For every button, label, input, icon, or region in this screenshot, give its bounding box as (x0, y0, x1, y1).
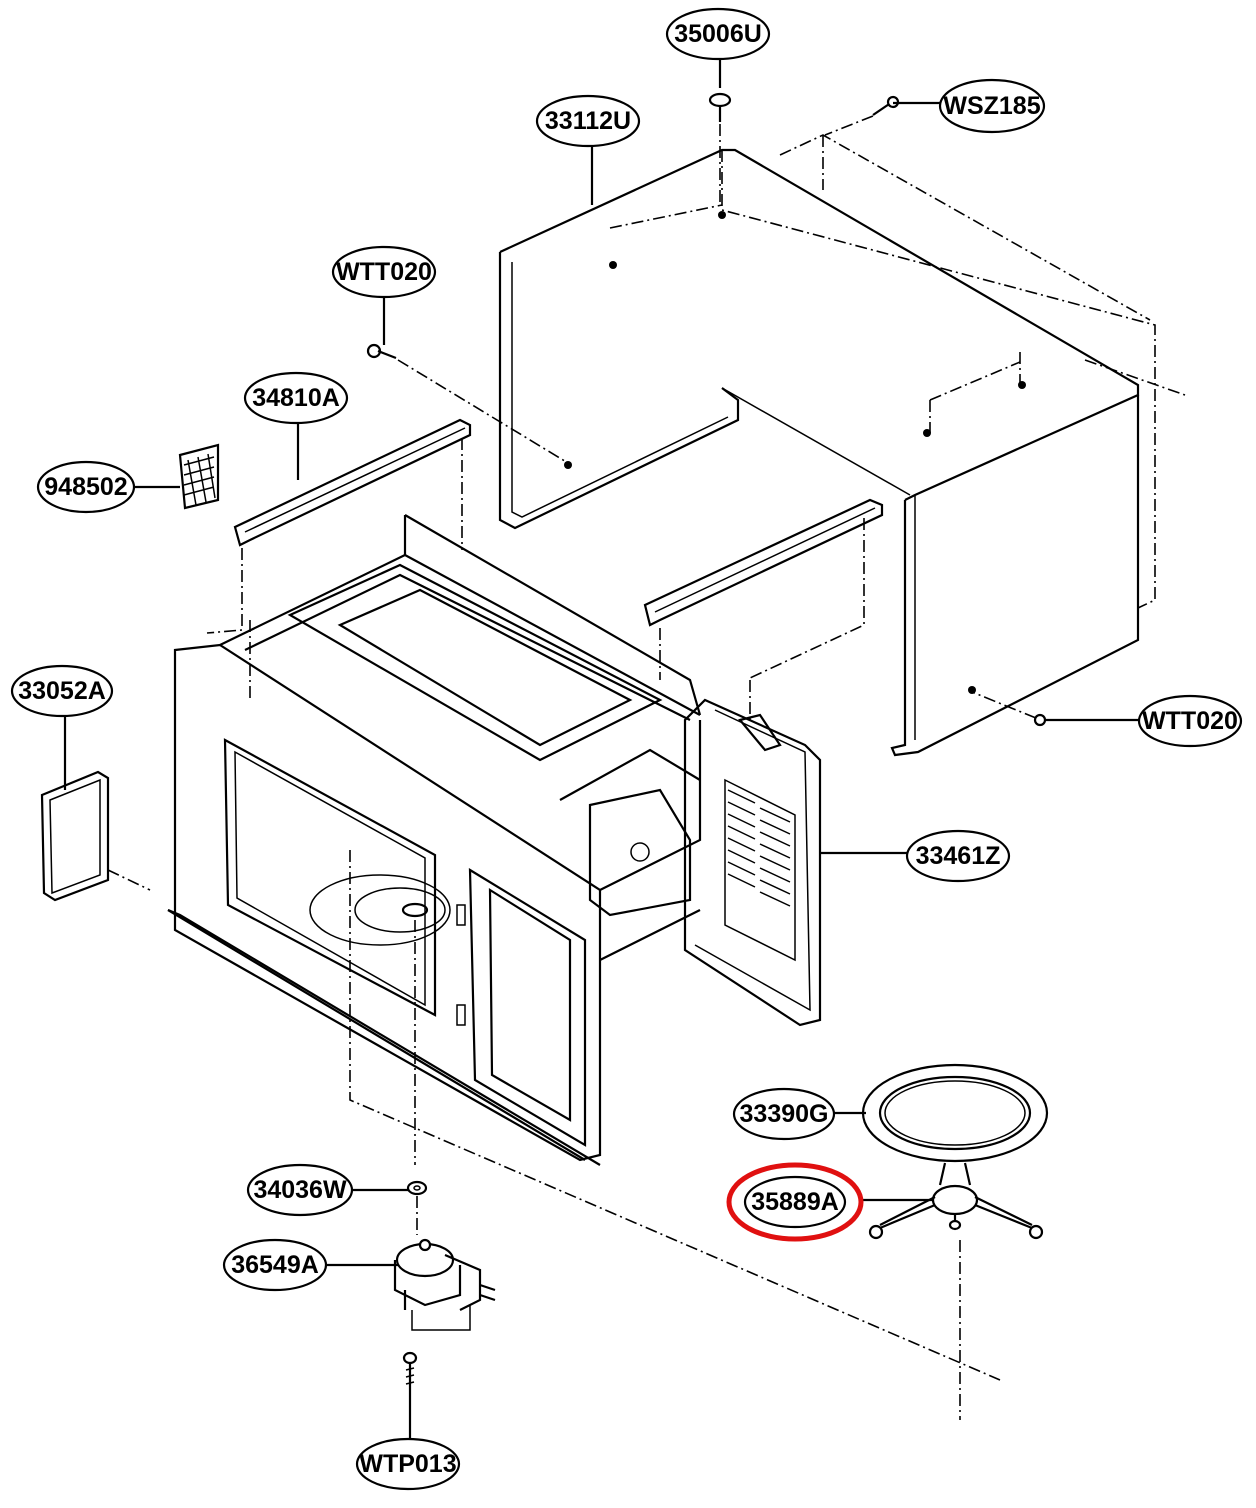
callout-36549a: 36549A (222, 1238, 328, 1292)
part-number-34036w: 34036W (253, 1176, 347, 1204)
callout-wtt020-top: WTT020 (331, 245, 437, 299)
callout-948502: 948502 (36, 460, 136, 514)
part-number-wsz185: WSZ185 (943, 92, 1040, 120)
vent-filter (178, 443, 220, 510)
vent-slots (727, 789, 791, 907)
top-bracket-left (206, 418, 472, 634)
waveguide-cover (40, 770, 151, 902)
screw-35006u (708, 92, 732, 205)
part-number-wtp013: WTP013 (359, 1450, 456, 1478)
part-number-948502: 948502 (44, 473, 127, 501)
callout-35006u: 35006U (665, 7, 771, 61)
part-number-34810a: 34810A (252, 384, 340, 412)
part-number-wtt020-top: WTT020 (336, 258, 432, 286)
callout-wtp013: WTP013 (355, 1437, 461, 1491)
part-number-33112u: 33112U (545, 107, 631, 135)
oven-body (167, 514, 1001, 1381)
callout-34810a: 34810A (243, 371, 349, 425)
highlight-circle (726, 1162, 864, 1242)
callout-33112u: 33112U (535, 94, 641, 148)
coupler (406, 1180, 428, 1235)
part-number-36549a: 36549A (231, 1251, 319, 1279)
leader-lines (63, 60, 1140, 1440)
part-number-33390g: 33390G (740, 1100, 829, 1128)
callout-34036w: 34036W (246, 1163, 354, 1217)
roller-support (868, 1162, 1044, 1420)
callout-33390g: 33390G (732, 1087, 836, 1141)
part-number-35006u: 35006U (674, 20, 762, 48)
part-number-wtt020-right: WTT020 (1142, 707, 1238, 735)
part-number-35889a: 35889A (751, 1188, 839, 1216)
part-number-33052a: 33052A (18, 677, 106, 705)
top-bracket-right (643, 498, 884, 680)
part-number-33461z: 33461Z (916, 842, 1001, 870)
turntable-tray (861, 1063, 1049, 1163)
screw-wsz185 (824, 95, 900, 136)
screw-wtt020-top (366, 343, 569, 464)
callout-33461z: 33461Z (905, 829, 1011, 883)
back-panel (683, 680, 822, 1027)
outer-cabinet (498, 134, 1186, 757)
screw-wtp013 (402, 1351, 418, 1395)
screw-wtt020-right (971, 691, 1062, 727)
callout-33052a: 33052A (10, 664, 114, 718)
callout-wtt020-right: WTT020 (1137, 694, 1243, 748)
callout-35889a: 35889A (726, 1162, 864, 1242)
callout-wsz185: WSZ185 (938, 78, 1046, 134)
turntable-motor (393, 1238, 496, 1331)
